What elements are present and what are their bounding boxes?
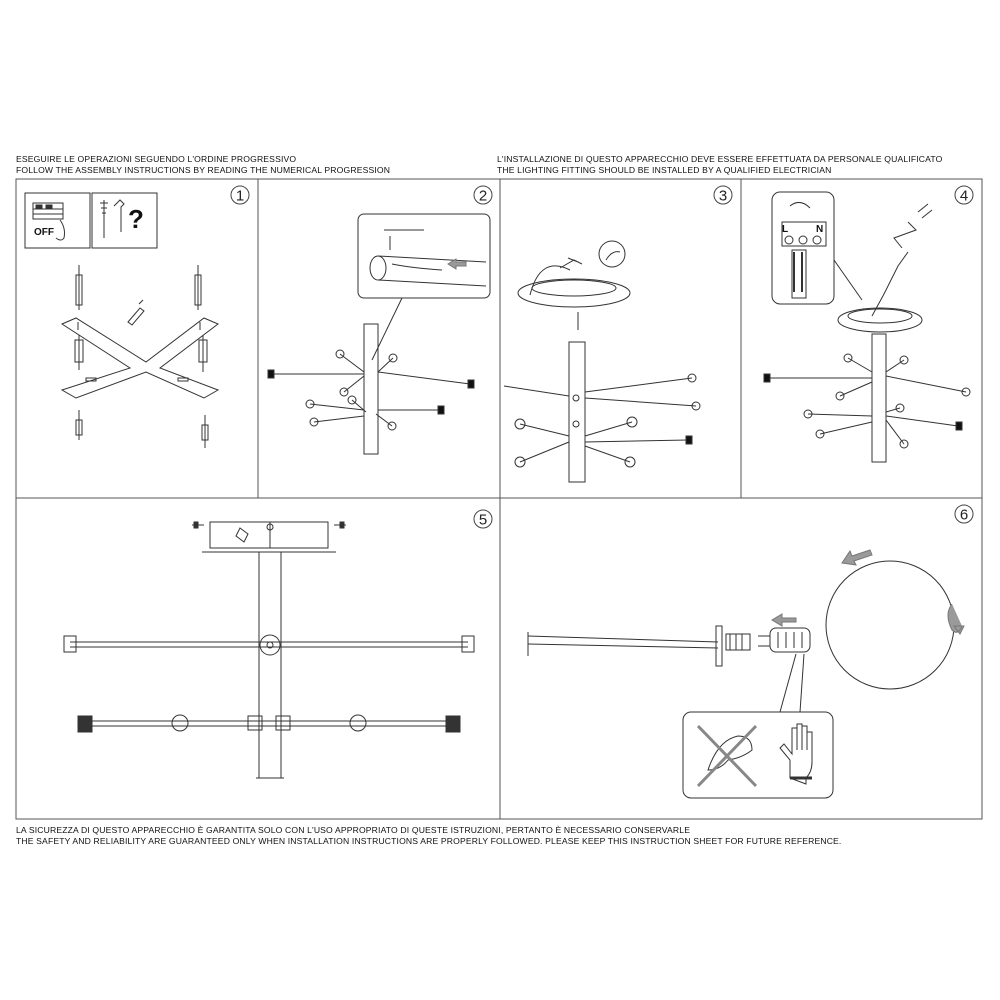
lamp-heads <box>514 373 701 468</box>
step-number-4-label: 4 <box>960 188 968 205</box>
lightning-icon <box>893 221 917 249</box>
wall-anchor-icon <box>74 265 209 448</box>
footer-italian: LA SICUREZZA DI QUESTO APPARECCHIO È GAR… <box>16 825 691 835</box>
step-number-3: 3 <box>713 185 733 205</box>
panel-5-front-view <box>63 521 475 779</box>
step-number-1-label: 1 <box>236 188 244 205</box>
bare-hand-icon <box>707 735 753 771</box>
terminal-block-callout: L N <box>771 191 835 305</box>
detail-callout <box>357 213 491 299</box>
step-number-5: 5 <box>473 509 493 529</box>
header-right: L'INSTALLAZIONE DI QUESTO APPARECCHIO DE… <box>497 154 942 175</box>
panel-6-bulb-and-globe <box>527 549 965 799</box>
tools-icon: ? <box>91 192 158 249</box>
off-label: OFF <box>34 227 54 238</box>
terminal-n-label: N <box>816 224 823 235</box>
panel-1-ceiling-bracket: OFF ? <box>24 192 220 448</box>
lamp-heads <box>763 353 971 449</box>
footer-notice: LA SICUREZZA DI QUESTO APPARECCHIO È GAR… <box>16 825 841 846</box>
wire-stripper-icon <box>917 203 933 219</box>
footer-english: THE SAFETY AND RELIABILITY ARE GUARANTEE… <box>16 835 842 846</box>
gloves-callout <box>682 711 834 799</box>
grid-frame <box>15 178 983 820</box>
power-off-icon: OFF <box>24 192 91 249</box>
arms <box>503 377 697 463</box>
arms <box>768 357 967 445</box>
rotate-icon <box>947 603 965 635</box>
remove-bulb-arrow-icon <box>771 613 797 627</box>
terminal-l-label: L <box>782 224 788 235</box>
step-number-3-label: 3 <box>719 188 727 205</box>
header-right-english: THE LIGHTING FITTING SHOULD BE INSTALLED… <box>497 164 832 175</box>
arms <box>272 353 471 427</box>
lamp-heads <box>267 349 475 431</box>
canopy <box>202 521 336 553</box>
central-stem <box>871 333 887 463</box>
upper-arm <box>63 634 475 656</box>
lower-arm <box>77 714 461 733</box>
step-number-2-label: 2 <box>479 188 487 205</box>
step-number-6: 6 <box>954 504 974 524</box>
header-left-english: FOLLOW THE ASSEMBLY INSTRUCTIONS BY READ… <box>16 164 391 175</box>
step-number-4: 4 <box>954 185 974 205</box>
lamp-arm <box>527 625 751 667</box>
header-left-italian: ESEGUIRE LE OPERAZIONI SEGUENDO L'ORDINE… <box>16 154 297 164</box>
step-number-6-label: 6 <box>960 507 968 524</box>
canopy <box>517 278 631 308</box>
screwdriver-icon <box>127 299 145 326</box>
panel-4-wiring: L N <box>763 191 971 463</box>
screw-icons <box>192 521 346 529</box>
glove-icon <box>779 723 813 785</box>
step-number-5-label: 5 <box>479 512 487 529</box>
header-right-italian: L'INSTALLAZIONE DI QUESTO APPARECCHIO DE… <box>497 154 943 164</box>
insert-arrow-icon <box>447 258 467 270</box>
question-mark: ? <box>128 204 144 234</box>
panel-2-arm-assembly <box>267 213 491 455</box>
header-left: ESEGUIRE LE OPERAZIONI SEGUENDO L'ORDINE… <box>16 154 390 175</box>
panel-3-canopy-mount <box>503 240 701 483</box>
glass-globe <box>825 560 955 690</box>
canopy <box>837 307 923 333</box>
g9-bulb <box>758 627 811 653</box>
step-number-2: 2 <box>473 185 493 205</box>
central-stem <box>568 341 586 483</box>
step-number-1: 1 <box>230 185 250 205</box>
central-stem <box>363 323 379 455</box>
central-stem <box>258 551 282 779</box>
globe-arrow-icon <box>841 549 873 566</box>
x-bracket <box>60 317 220 399</box>
